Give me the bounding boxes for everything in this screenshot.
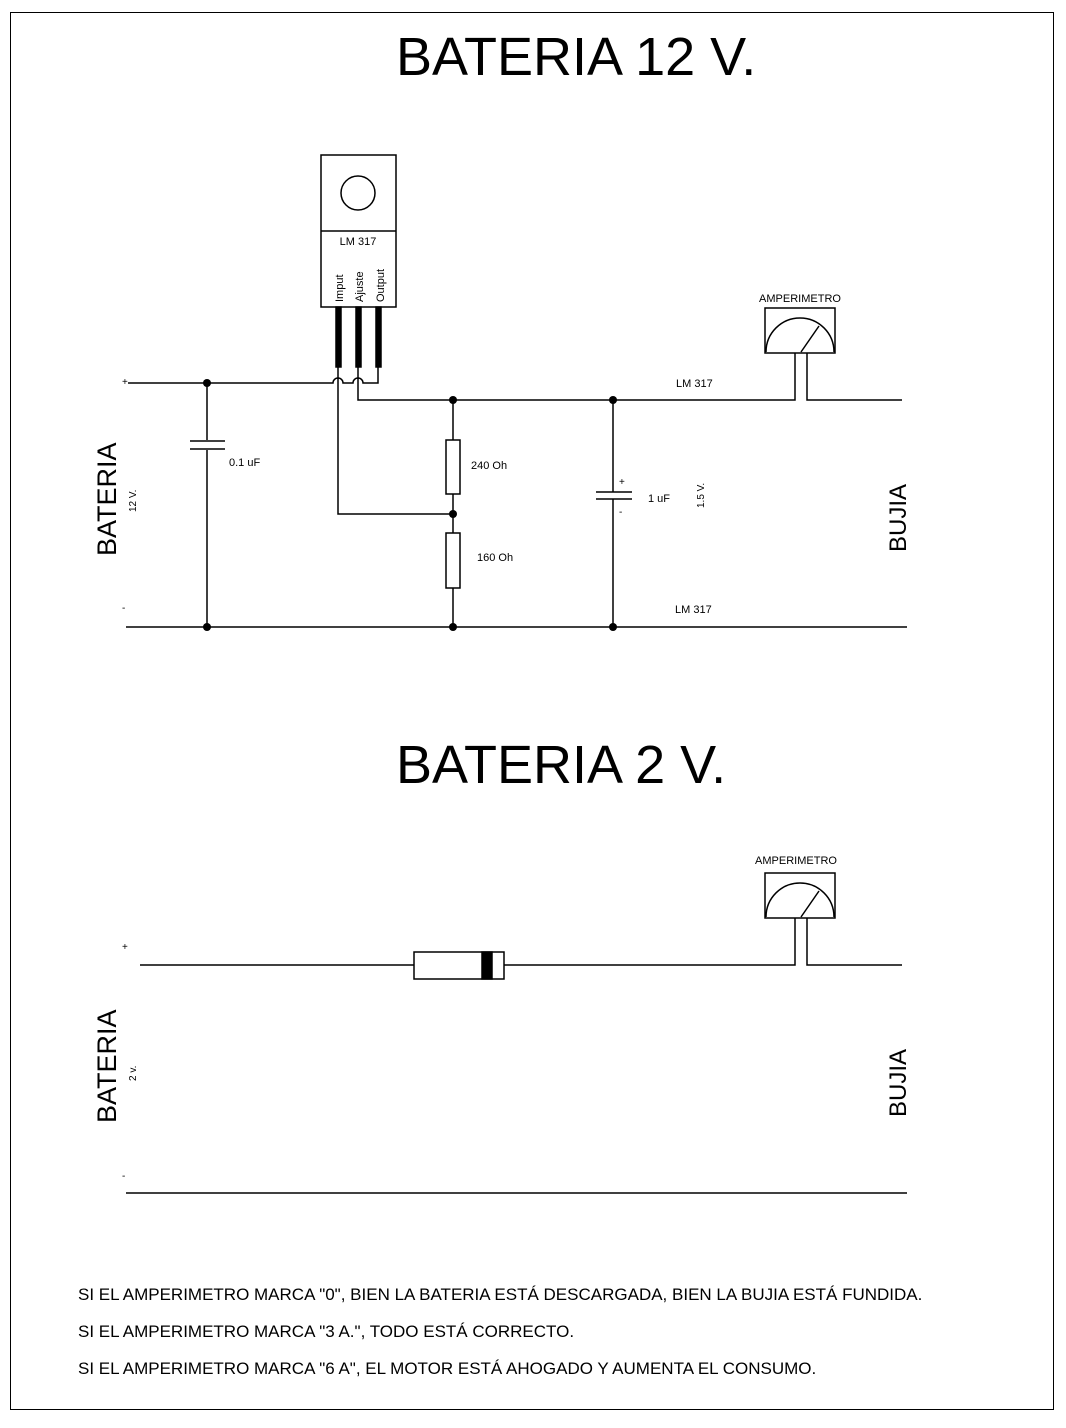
pin-label-output: Output [375, 269, 387, 302]
line-label-bottom: LM 317 [675, 604, 712, 616]
title-2v: BATERIA 2 V. [396, 735, 727, 795]
cap-out-minus: - [619, 507, 622, 518]
ammeter-top-label: AMPERIMETRO [759, 293, 841, 305]
pin-label-adjust: Ajuste [354, 271, 366, 302]
junction-dot [609, 396, 617, 404]
minus-sign-2v: - [122, 1171, 125, 1182]
load-label-top: BUJIA [885, 484, 912, 552]
ammeter-bottom-scale [765, 882, 835, 918]
regulator-leg-output [375, 306, 382, 368]
cap-out-plus: + [619, 477, 625, 488]
battery-label-2v: BATERIA [92, 1009, 122, 1123]
ammeter-bottom-needle [800, 890, 820, 918]
ammeter-top-needle [800, 325, 820, 353]
regulator-leg-input [335, 306, 342, 368]
wire-2v-to-load [806, 918, 902, 966]
junction-dot [609, 623, 617, 631]
regulator-leg-adjust [355, 306, 362, 368]
wire-output-rail [357, 353, 796, 401]
diode-band [481, 951, 493, 980]
resistor-240 [445, 439, 461, 495]
regulator-name: LM 317 [340, 236, 377, 248]
note-line-2: SI EL AMPERIMETRO MARCA "3 A.", TODO EST… [78, 1322, 575, 1341]
battery-label-12v: BATERIA [92, 442, 122, 556]
minus-sign: - [122, 603, 125, 614]
junction-dot [203, 379, 211, 387]
resistor-240-value: 240 Oh [471, 460, 507, 472]
ammeter-top-body [764, 307, 836, 354]
wire-to-load-top [806, 353, 902, 401]
title-12v: BATERIA 12 V. [396, 27, 757, 87]
resistor-160-value: 160 Oh [477, 552, 513, 564]
load-label-bottom: BUJIA [885, 1049, 912, 1117]
wire-plus-rail [128, 367, 379, 384]
plus-sign: + [122, 377, 128, 388]
note-line-1: SI EL AMPERIMETRO MARCA "0", BIEN LA BAT… [78, 1285, 923, 1304]
page-border [10, 12, 1054, 1410]
junction-dot [449, 510, 457, 518]
wire-adjust [337, 367, 453, 515]
pin-label-input: Imput [334, 274, 346, 302]
battery-voltage-12v: 12 V. [128, 490, 139, 512]
cap-in-value: 0.1 uF [229, 457, 260, 469]
junction-dot [449, 396, 457, 404]
note-line-3: SI EL AMPERIMETRO MARCA "6 A", EL MOTOR … [78, 1359, 817, 1378]
ammeter-top-scale [765, 317, 835, 353]
regulator-mount-hole [340, 175, 376, 211]
ammeter-bottom-label: AMPERIMETRO [755, 855, 837, 867]
junction-dot [203, 623, 211, 631]
resistor-160 [445, 532, 461, 589]
ammeter-bottom-body [764, 872, 836, 919]
line-label-top: LM 317 [676, 378, 713, 390]
junction-dot [449, 623, 457, 631]
battery-voltage-2v: 2 v. [128, 1066, 139, 1081]
cap-out-value: 1 uF [648, 493, 670, 505]
output-voltage: 1.5 V. [696, 483, 707, 508]
plus-sign-2v: + [122, 942, 128, 953]
wire-2v-plus-right [504, 918, 796, 966]
